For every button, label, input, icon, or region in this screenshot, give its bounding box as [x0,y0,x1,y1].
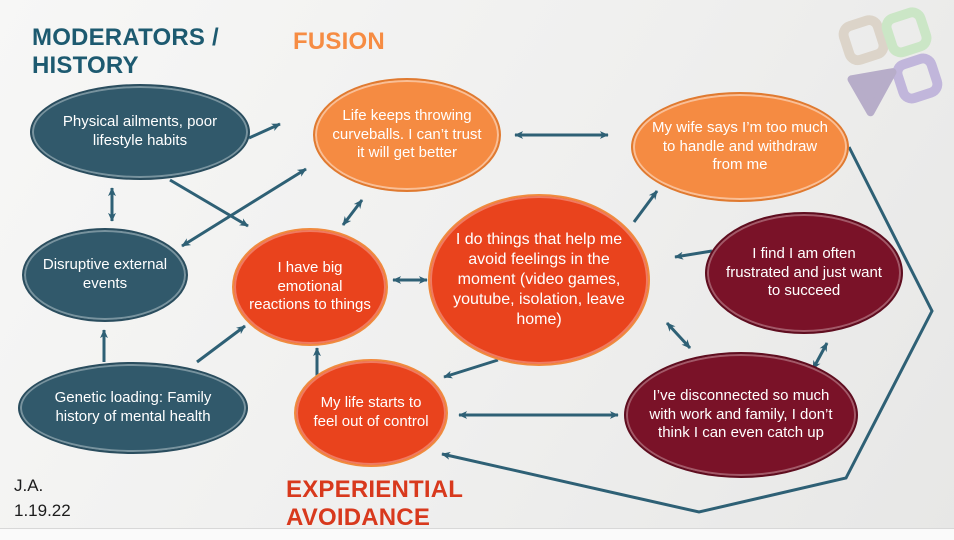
node-label: Genetic loading: Family history of menta… [54,389,212,425]
node-label: Life keeps throwing curveballs. I can’t … [332,107,482,162]
node-avoid-feelings: I do things that help me avoid feelings … [428,194,650,366]
node-label: I do things that help me avoid feelings … [453,231,625,328]
connector-physical-reactions [169,178,249,228]
slide-date: 1.19.22 [14,500,71,520]
node-disconnected: I’ve disconnected so much with work and … [624,352,858,478]
node-wife-withdraw: My wife says I’m too much to handle and … [631,92,849,202]
pinwheel-squares-logo-icon [838,7,943,117]
node-label: My life starts to feel out of control [313,394,429,430]
heading-experiential-avoidance: EXPERIENTIAL AVOIDANCE [286,476,463,532]
node-label: I find I am often frustrated and just wa… [726,245,882,300]
connector-avoid-wife [632,190,659,223]
node-emotional-reactions: I have big emotional reactions to things [232,228,388,346]
node-label: Disruptive external events [42,256,168,292]
connector-avoid-outofcontrol [443,358,499,379]
slide-footer: J.A. 1.19.22 [14,474,71,523]
heading-moderators-history: MODERATORS / HISTORY [32,24,219,80]
connector-frustrated-disconnected [811,342,829,370]
author-initials: J.A. [14,476,44,495]
heading-fusion: FUSION [293,28,385,55]
node-physical-ailments: Physical ailments, poor lifestyle habits [30,84,250,180]
node-out-of-control: My life starts to feel out of control [294,359,448,467]
connector-curveballs-reactions [341,199,364,226]
node-label: I have big emotional reactions to things [249,259,371,314]
node-label: Physical ailments, poor lifestyle habits [62,113,218,149]
node-label: I’ve disconnected so much with work and … [649,387,833,442]
node-label: My wife says I’m too much to handle and … [652,119,828,174]
slide-edge-strip [0,528,954,540]
connector-avoid-disconnected [665,321,692,350]
node-disruptive-events: Disruptive external events [22,228,188,322]
connector-frustrated-avoid [674,249,713,260]
node-genetic-loading: Genetic loading: Family history of menta… [18,362,248,454]
connector-genetic-reactions [196,324,246,364]
node-curveballs: Life keeps throwing curveballs. I can’t … [313,78,501,192]
node-frustrated: I find I am often frustrated and just wa… [705,212,903,334]
connector-physical-curveballs [248,122,281,140]
